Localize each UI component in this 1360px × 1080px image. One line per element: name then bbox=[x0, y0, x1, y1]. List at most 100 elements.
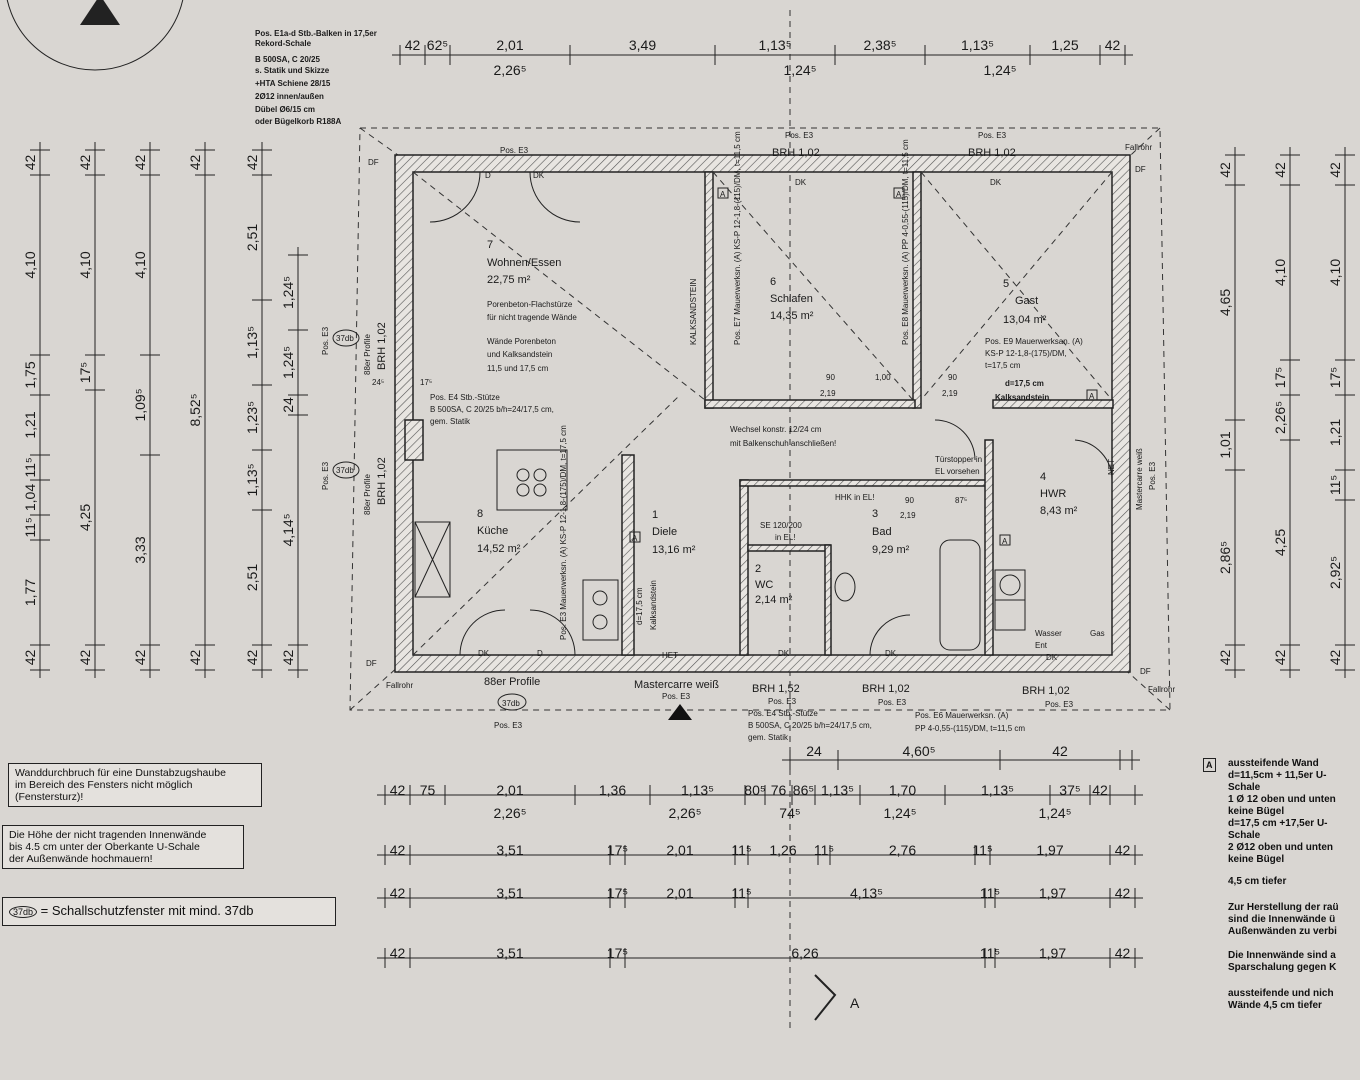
note-line: HHK in EL! bbox=[835, 493, 875, 502]
note-line: bis 4.5 cm unter der Oberkante U-Schale bbox=[9, 841, 200, 853]
dimension-label: 74⁵ bbox=[779, 805, 800, 821]
note-line: Rekord-Schale bbox=[255, 39, 312, 48]
db-label: 37db bbox=[502, 699, 520, 708]
dimension-label: 1,97 bbox=[1039, 885, 1066, 901]
db-label: 37db bbox=[336, 466, 354, 475]
brh-label: BRH 1,02 bbox=[1022, 685, 1070, 697]
door-label: DK bbox=[885, 649, 897, 658]
pos-label: Pos. E3 bbox=[500, 146, 529, 155]
dimension-label: 17⁵ bbox=[1327, 367, 1343, 388]
dimension-label: 1,75 bbox=[22, 361, 38, 388]
note-line: Dübel Ø6/15 cm bbox=[255, 105, 315, 114]
section-label: A bbox=[850, 995, 860, 1011]
dimension-label: 11⁵ bbox=[731, 885, 751, 901]
mastercarre-label: Mastercarre weiß bbox=[634, 679, 719, 691]
washing-machine bbox=[994, 569, 1026, 631]
note-line: Pos. E9 Mauerwerksan. (A) bbox=[985, 337, 1083, 346]
note-line: gem. Statik bbox=[430, 417, 471, 426]
note-line: s. Statik und Skizze bbox=[255, 66, 330, 75]
bathtub bbox=[939, 539, 981, 651]
dimension-label: 42 bbox=[405, 37, 421, 53]
room-number: 8 bbox=[477, 508, 483, 520]
note-line: Außenwänden zu verbi bbox=[1228, 926, 1337, 937]
room-kueche: 8 Küche 14,52 m² Pos. E3 Mauerwerksn. (A… bbox=[477, 425, 568, 640]
stiffening-wall-marker bbox=[999, 534, 1011, 546]
door-label: DK bbox=[990, 178, 1002, 187]
dimension-label: 11⁵ bbox=[22, 457, 38, 477]
dimension-label: 4,13⁵ bbox=[850, 885, 883, 901]
dimension-label: 42 bbox=[280, 650, 296, 666]
note-line: 4,5 cm tiefer bbox=[1228, 876, 1287, 887]
note-line: Ent bbox=[1035, 641, 1048, 650]
dimension-label: 1,24⁵ bbox=[983, 62, 1016, 78]
note-line: Wechsel konstr. 12/24 cm bbox=[730, 425, 822, 434]
note-line: t=17,5 cm bbox=[985, 361, 1021, 370]
room-schlafen: 6 Schlafen 14,35 m² Pos. E7 Mauerwerksn.… bbox=[689, 131, 910, 345]
note-line: Pos. E4 Stb.-Stütze bbox=[430, 393, 500, 402]
note-line: der Außenwände hochmauern! bbox=[9, 853, 153, 865]
dimension-label: 1,23⁵ bbox=[244, 401, 260, 434]
note-line: Pos. E6 Mauerwerksn. (A) bbox=[915, 711, 1009, 720]
room-name: Gast bbox=[1015, 295, 1038, 307]
dimension-label: 4,25 bbox=[77, 504, 93, 531]
note-line: 2 Ø12 oben und unten bbox=[1228, 842, 1334, 853]
pos-label: Pos. E3 bbox=[978, 131, 1007, 140]
note-line: aussteifende Wand bbox=[1228, 758, 1319, 769]
dimension-label: 1,04 bbox=[22, 484, 38, 511]
note-stiffening-wall: A aussteifende Wand d=11,5cm + 11,5er U-… bbox=[1203, 758, 1360, 1012]
room-number: 1 bbox=[652, 509, 658, 521]
dimension-label: 1,77 bbox=[22, 579, 38, 606]
dimension-label: 11⁵ bbox=[731, 842, 751, 858]
dimension-label: 86⁵ bbox=[793, 782, 814, 798]
dimension-label: 4,10 bbox=[22, 251, 38, 278]
dimension-label: 2,86⁵ bbox=[1217, 541, 1233, 574]
room-name: Diele bbox=[652, 526, 677, 538]
note-line: Sparschalung gegen K bbox=[1228, 962, 1337, 973]
dimension-label: 1,13⁵ bbox=[244, 326, 260, 359]
dimension-label: 2,51 bbox=[244, 564, 260, 591]
dimension-label: 11⁵ bbox=[22, 517, 38, 537]
dimension-label: 42 bbox=[1327, 650, 1343, 666]
dimension-label: 17⁵ bbox=[77, 362, 93, 383]
room-diagonals bbox=[412, 171, 1113, 656]
room-name: Bad bbox=[872, 526, 892, 538]
dimension-label: 42 bbox=[22, 650, 38, 666]
note-line: B 500SA, C 20/25 b/h=24/17,5 cm, bbox=[430, 405, 554, 414]
note-line: für nicht tragende Wände bbox=[487, 313, 577, 322]
note-line: SE 120/200 bbox=[760, 521, 802, 530]
room-gast: 5 Gast 13,04 m² Pos. E9 Mauerwerksan. (A… bbox=[985, 278, 1083, 402]
note-line: Schale bbox=[1228, 830, 1261, 841]
room-name: HWR bbox=[1040, 488, 1066, 500]
note-line: Türstopper in bbox=[935, 455, 982, 464]
room-bad: 3 Bad 9,29 m² Türstopper in EL vorsehen … bbox=[835, 455, 982, 556]
note-line: Wände 4,5 cm tiefer bbox=[1228, 1000, 1322, 1011]
room-wc: 2 WC 2,14 m² SE 120/200 in EL! bbox=[755, 521, 802, 606]
stiffening-wall-marker: A bbox=[1203, 758, 1216, 772]
opening-height: 2,19 bbox=[820, 389, 836, 398]
note-line: B 500SA, C 20/25 b/h=24/17,5 cm, bbox=[748, 721, 872, 730]
dimension-label: 1,13⁵ bbox=[244, 463, 260, 496]
opening-width: 17⁵ bbox=[420, 378, 432, 387]
dimension-label: 1,24⁵ bbox=[783, 62, 816, 78]
dimension-label: 42 bbox=[390, 945, 406, 961]
dimension-label: 42 bbox=[1052, 743, 1068, 759]
note-line: aussteifende und nich bbox=[1228, 988, 1334, 999]
wall-note: Kalksandstein bbox=[649, 580, 658, 630]
north-arrow-icon bbox=[6, 0, 184, 71]
dimension-label: 75 bbox=[420, 782, 436, 798]
legend-text: = Schallschutzfenster mit mind. 37db bbox=[40, 903, 254, 918]
note-line: d=17,5 cm bbox=[1005, 379, 1044, 388]
room-number: 7 bbox=[487, 239, 493, 251]
kitchen-sink bbox=[582, 579, 619, 641]
room-number: 4 bbox=[1040, 471, 1046, 483]
room-diele: 1 Diele 13,16 m² d=17,5 cm Kalksandstein… bbox=[635, 425, 836, 630]
dimension-label: 17⁵ bbox=[607, 945, 628, 961]
dimension-label: 1,70 bbox=[889, 782, 916, 798]
db-symbol bbox=[332, 461, 360, 479]
db-symbol bbox=[332, 329, 360, 347]
room-number: 3 bbox=[872, 508, 878, 520]
wall-note: Pos. E3 Mauerwerksn. (A) KS-P 12-1,8-(17… bbox=[559, 425, 568, 640]
note-line: mit Balkenschuh anschließen! bbox=[730, 439, 836, 448]
brh-label: BRH 1,02 bbox=[376, 322, 388, 370]
opening-width: 90 bbox=[905, 496, 914, 505]
